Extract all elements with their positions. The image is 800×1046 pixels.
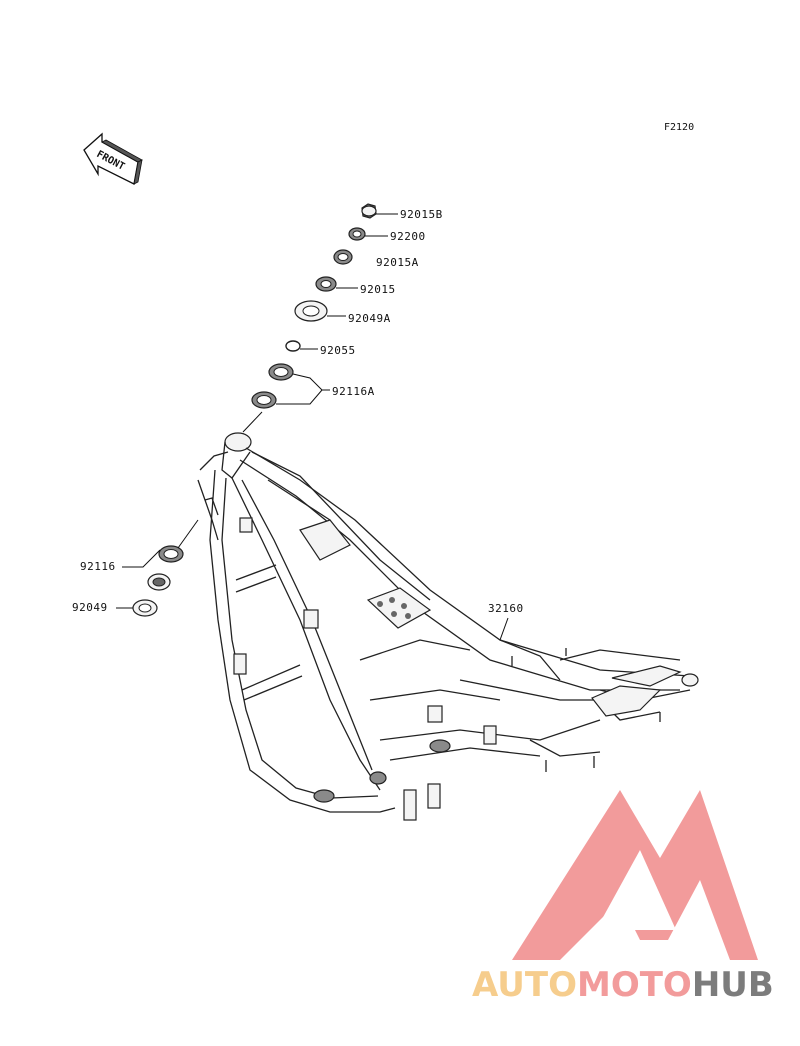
part-label-92015: 92015 <box>360 283 396 296</box>
watermark-hub: HUB <box>692 965 774 1005</box>
part-92049A: 92049A <box>294 300 391 325</box>
part-label-92055: 92055 <box>320 344 356 357</box>
part-label-32160: 32160 <box>488 602 524 615</box>
part-92200: 92200 <box>348 227 426 243</box>
part-label-92015A: 92015A <box>376 256 419 269</box>
part-label-92116A: 92116A <box>332 385 375 398</box>
svg-text:AUTOMOTOHUB: AUTOMOTOHUB <box>472 965 774 1005</box>
automotohub-logo-icon <box>512 790 758 960</box>
part-92015: 92015 <box>315 276 396 296</box>
bearing-icon <box>147 573 171 591</box>
part-label-92015B: 92015B <box>400 208 443 221</box>
motorcycle-frame-32160: 32160 <box>197 432 699 821</box>
front-arrow-icon: FRONT <box>83 132 143 185</box>
reference-code: F2120 <box>664 122 694 133</box>
watermark-moto: MOTO <box>577 965 692 1005</box>
part-92015B: 92015B <box>361 203 443 221</box>
part-92116A: 92116A <box>242 363 375 433</box>
part-label-92049: 92049 <box>72 601 108 614</box>
part-92055: 92055 <box>285 340 356 357</box>
part-label-92200: 92200 <box>390 230 426 243</box>
automotohub-watermark: AUTOMOTOHUB <box>472 790 774 1005</box>
part-92015A: 92015A <box>333 249 419 269</box>
watermark-auto: AUTO <box>472 965 577 1005</box>
part-92116: 92116 <box>80 519 199 573</box>
part-92049: 92049 <box>72 599 158 617</box>
part-label-92049A: 92049A <box>348 312 391 325</box>
part-label-92116: 92116 <box>80 560 116 573</box>
